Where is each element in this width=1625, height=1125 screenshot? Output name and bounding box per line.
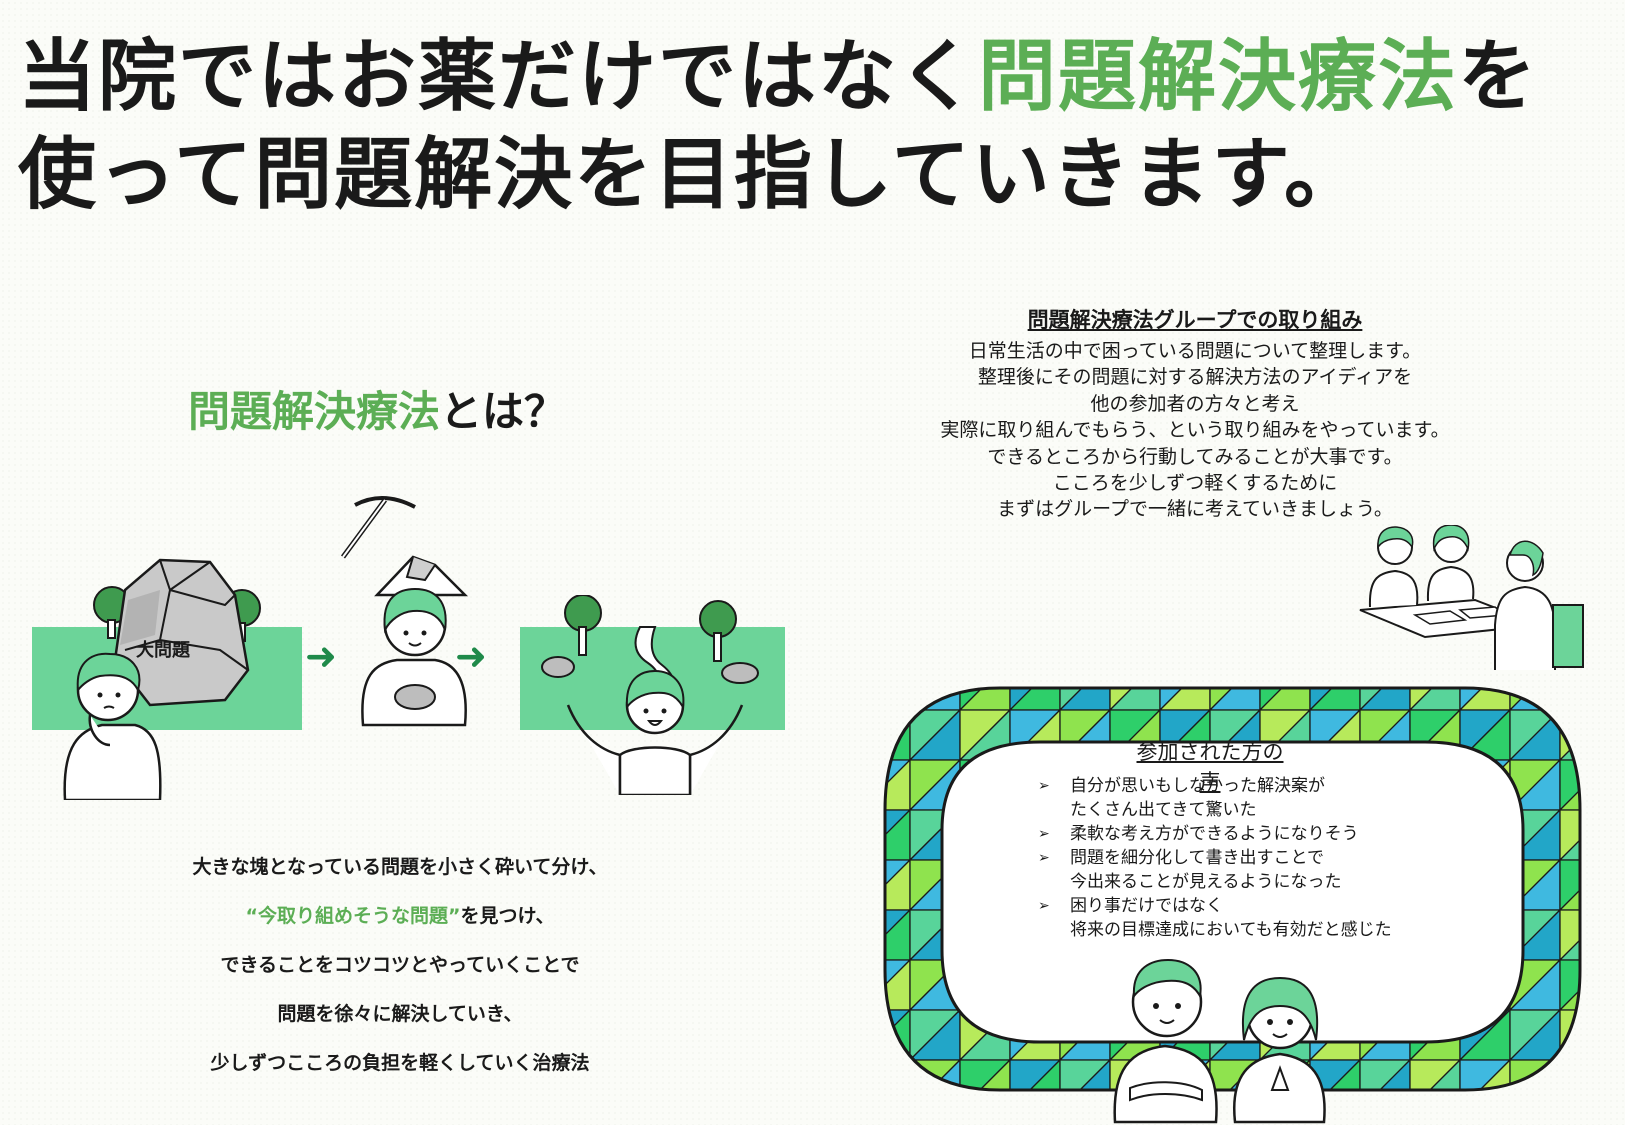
glass-tile	[885, 1058, 911, 1090]
summary-line: “今取り組めそうな問題”を見つけ、	[140, 901, 660, 950]
voice-line: たくさん出てきて驚いた	[1070, 800, 1257, 820]
voice-item: ➢ 柔軟な考え方ができるようになりそう	[1038, 822, 1418, 846]
section-heading-text: とは？	[440, 387, 567, 436]
bullet-arrow-icon: ➢	[1038, 826, 1050, 842]
voices-card	[940, 740, 1525, 1044]
big-problem-illustration	[32, 558, 302, 800]
glass-tile	[1558, 808, 1580, 861]
title-highlight: 問題解決療法	[978, 32, 1459, 122]
group-program-line: まずはグループで一緒に考えていきましょう。	[997, 498, 1393, 521]
page-title-line1: 当院ではお薬だけではなく問題解決療法を	[18, 38, 1538, 116]
group-program-title: 問題解決療法グループでの取り組み	[1027, 308, 1363, 332]
group-program-line: 他の参加者の方々と考え	[1090, 392, 1300, 415]
participant-icon	[1494, 540, 1584, 670]
glass-tile	[1558, 958, 1580, 1011]
summary-line: 問題を徐々に解決していき、	[277, 1003, 523, 1025]
summary-highlight: “今取り組めそうな問題”	[245, 905, 461, 927]
pebble-icon	[541, 656, 575, 678]
bullet-arrow-icon: ➢	[1038, 850, 1050, 866]
woman-hands-clasped-icon	[1232, 976, 1326, 1124]
glass-tile	[1559, 1059, 1580, 1090]
section-heading-highlight: 問題解決療法	[188, 387, 441, 436]
glass-tile	[1558, 688, 1580, 711]
title-text-end: を	[1458, 32, 1539, 122]
voices-title: 参加された方の声	[1136, 740, 1284, 794]
title-text: 当院ではお薬だけではなく	[18, 32, 979, 122]
page-title-line2: 使って問題解決を目指していきます。	[18, 130, 1364, 220]
glass-tile	[1559, 688, 1580, 712]
participant-icon	[1368, 526, 1419, 608]
glass-tile	[885, 688, 912, 712]
voice-line: 困り事だけではなく	[1070, 896, 1223, 916]
voice-line: 問題を細分化して書き出すことで	[1070, 848, 1324, 868]
person-holding-rock-icon	[361, 587, 467, 727]
rock-pile-icon	[374, 555, 469, 597]
glass-tile	[885, 1059, 912, 1090]
glass-tile	[885, 688, 911, 711]
man-arms-crossed-icon	[1113, 958, 1218, 1124]
group-program-line: 実際に取り組んでもらう、という取り組みをやっています。	[940, 419, 1450, 442]
summary-line: できることをコツコツとやっていくことで	[220, 954, 580, 976]
problem-solved-illustration	[520, 595, 785, 795]
summary-line: 少しずつこころの負担を軽くしていく治療法	[210, 1052, 590, 1074]
tree-icon	[699, 600, 737, 662]
glass-tile	[1559, 1009, 1580, 1062]
pickaxe-icon	[340, 495, 416, 559]
glass-tile	[1558, 1058, 1580, 1090]
participants-illustration	[1113, 958, 1326, 1124]
summary-text: 大きな塊となっている問題を小さく砕いて分け、 “今取り組めそうな問題”を見つけ、…	[140, 852, 660, 1097]
stained-glass-frame	[883, 686, 1582, 1092]
group-program-line: こころを少しずつ軽くするために	[1052, 472, 1338, 495]
voice-line: 将来の目標達成においても有効だと感じた	[1070, 920, 1392, 940]
summary-line-rest: を見つけ、	[460, 905, 555, 927]
participant-icon	[1426, 525, 1475, 602]
voice-line: 柔軟な考え方ができるようになりそう	[1070, 824, 1359, 844]
glass-tile	[1558, 758, 1580, 811]
glass-tile	[1558, 908, 1580, 961]
group-program-line: できるところから行動してみることが大事です。	[987, 445, 1403, 468]
small-problem-illustration	[340, 495, 469, 727]
voice-item: ➢ 自分が思いもしなかった解決案がたくさん出てきて驚いた	[1038, 774, 1418, 822]
voice-item: ➢ 困り事だけではなく将来の目標達成においても有効だと感じた	[1038, 894, 1418, 942]
voice-line: 自分が思いもしなかった解決案が	[1070, 776, 1325, 796]
summary-line: 大きな塊となっている問題を小さく砕いて分け、	[192, 856, 608, 878]
voices-list: ➢ 自分が思いもしなかった解決案がたくさん出てきて驚いた ➢ 柔軟な考え方ができ…	[1038, 774, 1418, 942]
arrow-right-icon: ➜	[455, 634, 487, 678]
voice-item: ➢ 問題を細分化して書き出すことで今出来ることが見えるようになった	[1038, 846, 1418, 894]
arrow-right-icon: ➜	[305, 634, 337, 678]
group-program-section: 問題解決療法グループでの取り組み 日常生活の中で困っている問題について整理します…	[900, 304, 1490, 523]
tree-icon	[564, 595, 602, 656]
group-program-line: 日常生活の中で困っている問題について整理します。	[968, 340, 1422, 362]
pebble-icon	[721, 662, 759, 684]
glass-tile	[1558, 858, 1580, 911]
bullet-arrow-icon: ➢	[1038, 778, 1050, 794]
voice-line: 今出来ることが見えるようになった	[1070, 872, 1342, 892]
cheering-person-icon	[566, 669, 744, 795]
section-heading: 問題解決療法とは？	[188, 378, 566, 439]
boulder-icon	[113, 558, 250, 707]
group-meeting-illustration	[1359, 525, 1584, 670]
big-problem-label: 大問題	[136, 640, 190, 661]
bullet-arrow-icon: ➢	[1038, 898, 1050, 914]
group-program-line: 整理後にその問題に対する解決方法のアイディアを	[977, 366, 1413, 389]
glass-tile	[1509, 1059, 1562, 1090]
worried-person-icon	[63, 652, 162, 800]
